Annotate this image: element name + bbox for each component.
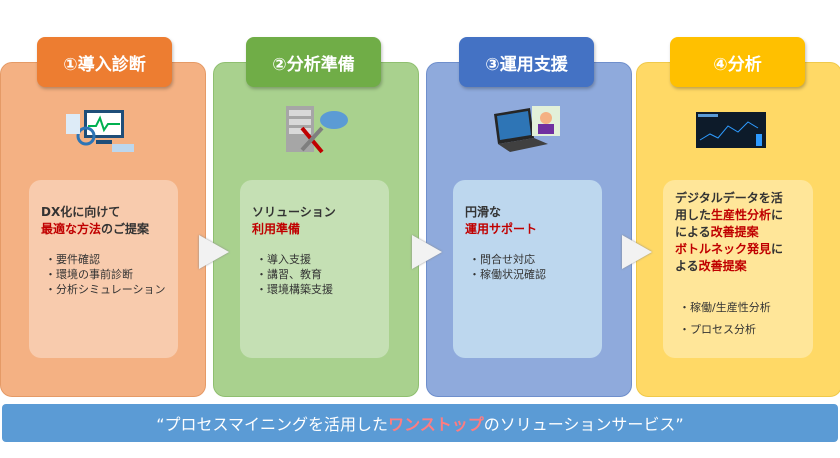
arrow-right-icon: [622, 235, 652, 269]
step1-title: ①導入診断: [37, 37, 172, 87]
heading-highlight: 最適な方法: [41, 222, 102, 236]
list-item: 稼働状況確認: [469, 267, 592, 282]
laptop-support-icon: [494, 106, 560, 152]
list-item: 講習、教育: [256, 267, 379, 282]
heading-line: による: [675, 225, 711, 239]
heading-line: に: [771, 242, 784, 256]
service-banner: “プロセスマイニングを活用したワンストップのソリューションサービス”: [2, 404, 838, 442]
arrow-right-icon: [199, 235, 229, 269]
list-item: 問合せ対応: [469, 252, 592, 267]
heading-line: ソリューション: [252, 205, 336, 219]
heading-line: に: [771, 208, 784, 222]
step4-content: デジタルデータを活 用した生産性分析に による改善提案 ボトルネック発見に よる…: [663, 180, 813, 358]
banner-highlight: ワンストップ: [388, 415, 484, 434]
heading-line: のご提案: [101, 222, 150, 236]
list-item: 稼働/生産性分析: [679, 297, 803, 319]
list-item: 環境の事前診断: [45, 267, 168, 282]
list-item: 要件確認: [45, 252, 168, 267]
step1-heading: DX化に向けて最適な方法のご提案: [41, 204, 168, 238]
dashboard-analysis-icon: [696, 112, 766, 148]
heading-highlight: 利用準備: [252, 222, 301, 236]
heading-line: よる: [675, 259, 699, 273]
heading-line: デジタルデータを活: [675, 191, 783, 205]
step2-heading: ソリューション利用準備: [252, 204, 379, 238]
monitor-diagnosis-icon: [66, 110, 134, 152]
list-item: プロセス分析: [679, 319, 803, 341]
heading-line: DX化に向けて: [41, 205, 121, 219]
heading-line: 用した: [675, 208, 712, 222]
step4-title: ④分析: [670, 37, 805, 87]
step3-title: ③運用支援: [459, 37, 594, 87]
list-item: 分析シミュレーション: [45, 282, 168, 297]
arrow-right-icon: [412, 235, 442, 269]
heading-highlight: 改善提案: [710, 225, 759, 239]
server-tools-icon: [286, 106, 348, 154]
heading-highlight: ボトルネック発見: [675, 242, 772, 256]
list-item: 導入支援: [256, 252, 379, 267]
banner-text: のソリューションサービス”: [483, 415, 684, 434]
banner-text: “プロセスマイニングを活用した: [156, 415, 389, 434]
heading-highlight: 生産性分析: [711, 208, 772, 222]
heading-line: 円滑な: [465, 205, 502, 219]
list-item: 環境構築支援: [256, 282, 379, 297]
heading-highlight: 改善提案: [698, 259, 747, 273]
step3-heading: 円滑な運用サポート: [465, 204, 592, 238]
heading-highlight: 運用サポート: [465, 222, 538, 236]
step2-title: ②分析準備: [246, 37, 381, 87]
step4-heading: デジタルデータを活 用した生産性分析に による改善提案 ボトルネック発見に よる…: [675, 190, 803, 275]
